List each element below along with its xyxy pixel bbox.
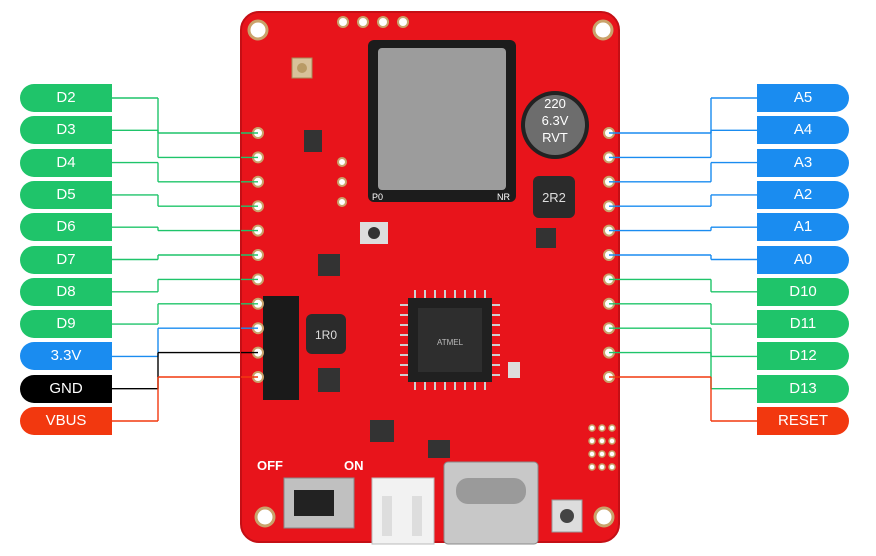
switch-on-label: ON (344, 458, 364, 473)
mount-hole (254, 506, 276, 528)
icsp-header (588, 424, 616, 471)
pin-label-reset: RESET (757, 407, 849, 435)
inductor-top-label: 2R2 (542, 190, 566, 205)
pin-label-d10: D10 (757, 277, 849, 306)
inductor-bottom-label: 1R0 (315, 328, 337, 342)
capacitor-text-3: RVT (542, 130, 568, 145)
pin-label-d8: D8 (20, 277, 112, 306)
pin-label-a5: A5 (757, 84, 849, 112)
pin-label-d12: D12 (757, 342, 849, 371)
chip-label: ATMEL (437, 338, 464, 347)
pin-label-gnd: GND (20, 374, 112, 403)
pin-label-d7: D7 (20, 245, 112, 274)
pin-label-33v: 3.3V (20, 342, 112, 371)
switch-off-label: OFF (257, 458, 283, 473)
battery-connector (371, 477, 435, 545)
pin-label-vbus: VBUS (20, 407, 112, 435)
capacitor-text-1: 220 (544, 96, 566, 111)
pin-label-d9: D9 (20, 310, 112, 339)
pin-label-a4: A4 (757, 116, 849, 145)
pin-label-d13: D13 (757, 374, 849, 403)
pin-label-a1: A1 (757, 213, 849, 242)
top-header (337, 16, 409, 28)
pin-label-d5: D5 (20, 180, 112, 209)
pin-label-d4: D4 (20, 148, 112, 177)
module-nr-label: NR (497, 192, 510, 202)
mount-hole (592, 19, 614, 41)
pin-label-a3: A3 (757, 148, 849, 177)
pin-label-a2: A2 (757, 180, 849, 209)
pin-label-a0: A0 (757, 245, 849, 274)
module-p0-label: P0 (372, 192, 383, 202)
pin-label-d2: D2 (20, 84, 112, 112)
capacitor-text-2: 6.3V (542, 113, 569, 128)
pin-label-d3: D3 (20, 116, 112, 145)
middle-header (337, 157, 347, 207)
black-header (263, 296, 299, 400)
pin-label-d11: D11 (757, 310, 849, 339)
inductor-top (533, 176, 575, 218)
chip-pins (400, 290, 500, 390)
inductor-bottom (306, 314, 346, 354)
mount-hole (247, 19, 269, 41)
pin-label-d6: D6 (20, 213, 112, 242)
mount-hole (593, 506, 615, 528)
